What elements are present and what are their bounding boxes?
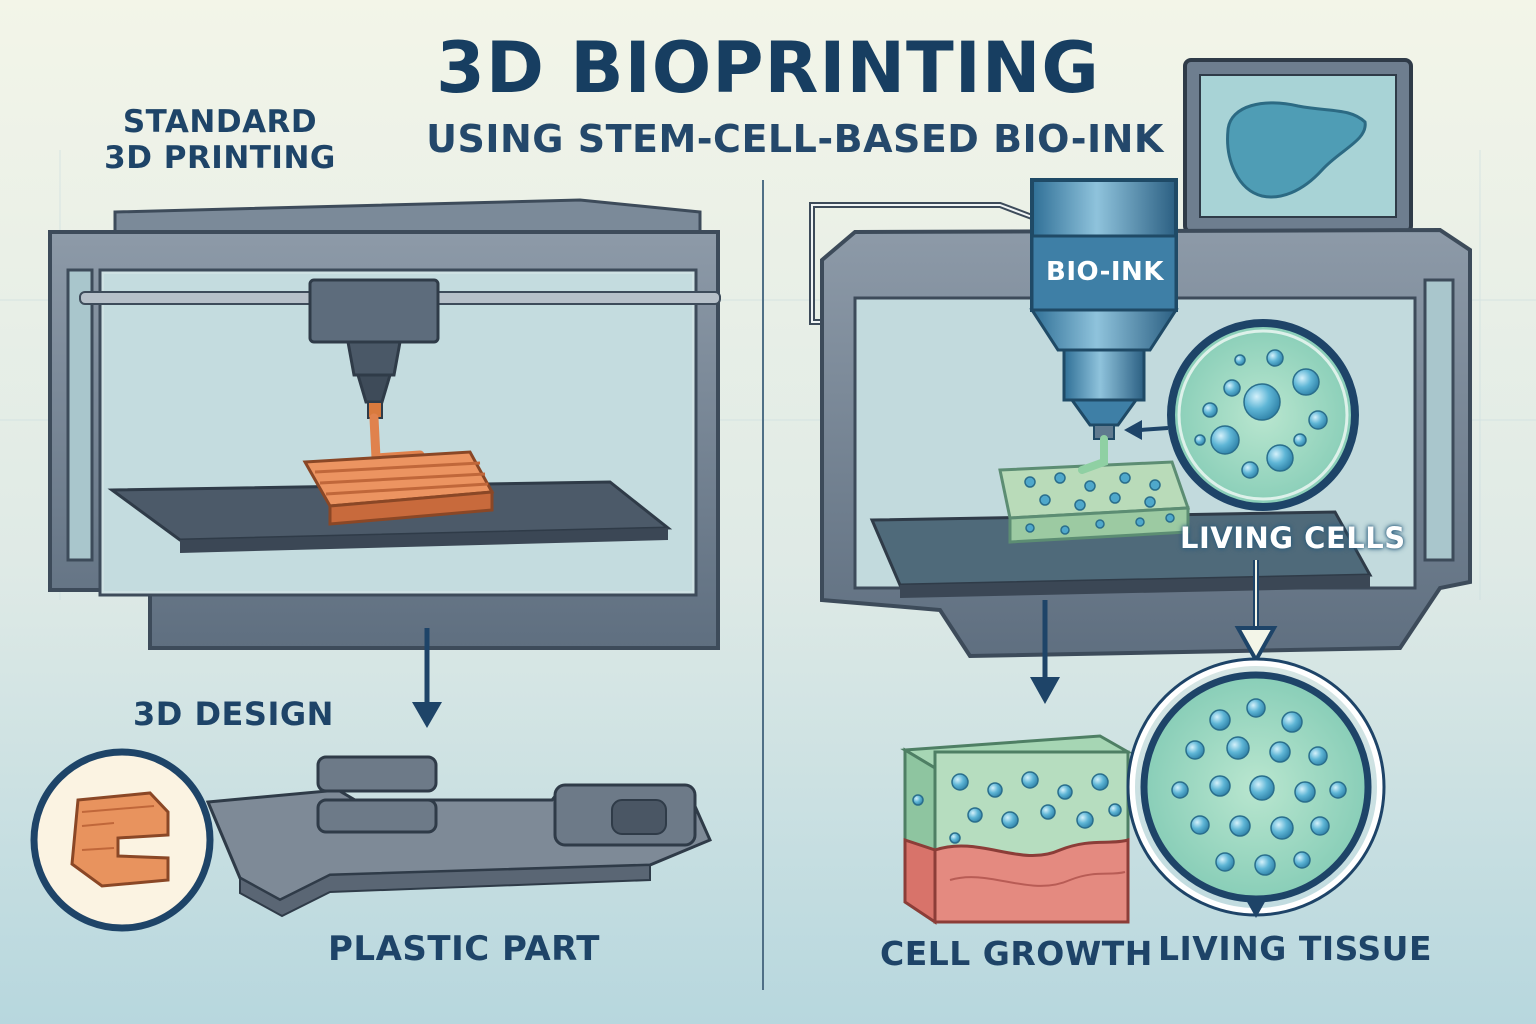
plastic-part-label: PLASTIC PART [328, 929, 600, 969]
diagram-subtitle: USING STEM-CELL-BASED BIO-INK [426, 117, 1164, 161]
living-tissue-dots [1171, 698, 1347, 876]
living-cells-dots [1194, 349, 1328, 479]
standard-printing-heading: STANDARD 3D PRINTING [100, 104, 340, 176]
cell-growth-cube [900, 734, 1133, 925]
standard-printer [48, 198, 721, 650]
design-label: 3D DESIGN [133, 695, 334, 733]
cube-cells [912, 771, 1122, 844]
monitor [1183, 58, 1413, 234]
bioink-label: BIO-INK [1046, 257, 1164, 287]
diagram-title: 3D BIOPRINTING [436, 27, 1100, 109]
living-tissue-label: LIVING TISSUE [1158, 929, 1432, 968]
arrow-head-left [412, 702, 442, 728]
cell-growth-label: CELL GROWTH [880, 934, 1153, 973]
design-bubble [30, 748, 214, 932]
bioink-cartridge [1029, 178, 1179, 474]
plastic-part [205, 755, 712, 918]
tissue-block-cells [1024, 472, 1175, 535]
arrow-down-tissue [1234, 560, 1278, 665]
pointer-arrow [1139, 426, 1169, 432]
liver-icon [1226, 101, 1367, 199]
standard-printing-line2: 3D PRINTING [104, 139, 336, 176]
standard-printing-line1: STANDARD [122, 104, 318, 140]
living-cells-label: LIVING CELLS [1180, 521, 1406, 555]
